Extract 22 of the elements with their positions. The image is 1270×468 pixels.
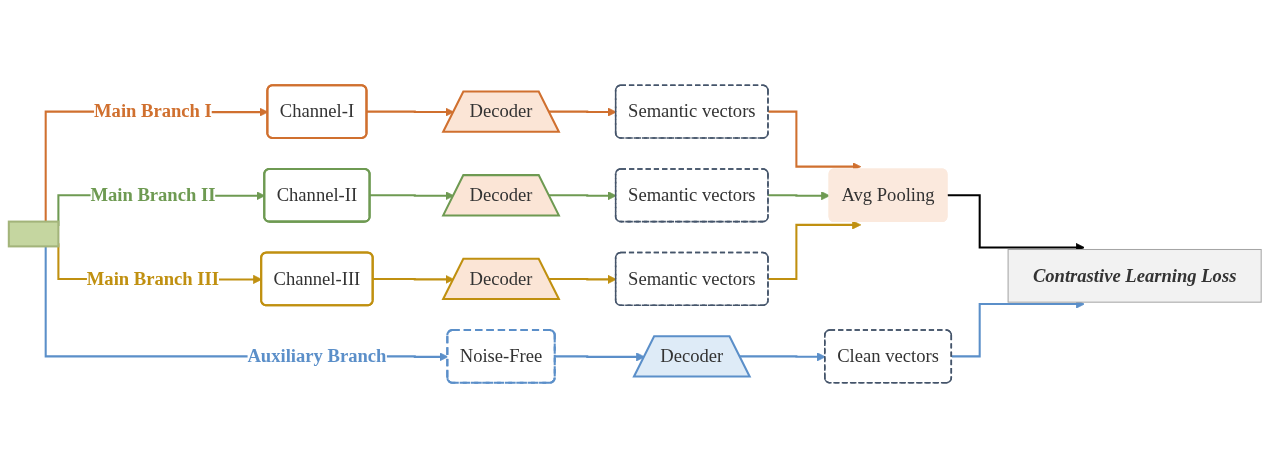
pooling-bar: Avg Pooling — [828, 168, 948, 223]
input-stack — [7, 220, 60, 248]
vector-group: Semantic vectors — [614, 84, 769, 139]
edge-label: Main Branch I — [94, 100, 212, 122]
edge-label: Main Branch II — [90, 184, 216, 206]
edge-label: Main Branch III — [86, 268, 220, 289]
process-box: Noise-Free — [446, 329, 556, 384]
vector-group: Semantic vectors — [614, 251, 769, 307]
edge-label: Auxiliary Branch — [247, 345, 387, 367]
loss-matrix: Contrastive Learning Loss — [1007, 248, 1262, 303]
vector-group: Semantic vectors — [614, 168, 769, 223]
arrow — [554, 352, 645, 362]
decoder-trapezoid: Decoder — [441, 90, 561, 133]
decoder-trapezoid: Decoder — [441, 257, 561, 301]
decoder-trapezoid: Decoder — [632, 335, 752, 378]
process-box: Channel-II — [263, 167, 371, 223]
process-box: Channel-III — [260, 251, 374, 307]
arrow — [767, 220, 862, 281]
vector-group: Clean vectors — [824, 329, 953, 384]
arrow — [767, 191, 830, 201]
process-box: Channel-I — [266, 84, 368, 139]
decoder-trapezoid: Decoder — [441, 174, 561, 217]
